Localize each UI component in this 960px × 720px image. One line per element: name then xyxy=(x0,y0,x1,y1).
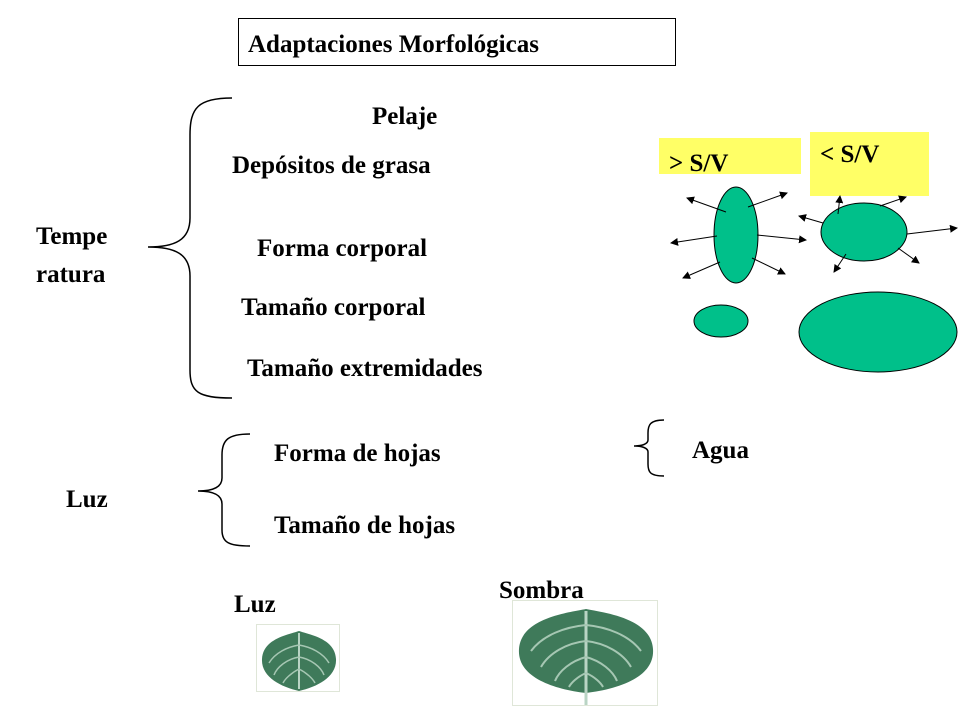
round-ellipse xyxy=(820,202,908,262)
arrow xyxy=(682,261,721,279)
arrow xyxy=(906,224,958,235)
arrow xyxy=(670,235,718,246)
tall-ellipse xyxy=(713,186,759,284)
large-leaf-icon xyxy=(518,609,654,705)
arrow xyxy=(756,234,807,244)
agua-label: Agua xyxy=(692,437,749,464)
less-sv-label: < S/V xyxy=(820,141,880,168)
large-leaf-image xyxy=(512,600,658,706)
small-leaf-icon xyxy=(261,631,337,691)
item-tamano-hojas: Tamaño de hojas xyxy=(274,512,456,539)
arrow xyxy=(897,247,920,264)
less-sv-highlight: < S/V xyxy=(810,132,929,196)
temperatura-label-line2: ratura xyxy=(36,261,106,288)
arrow xyxy=(833,253,847,273)
temperatura-label-line1: Tempe xyxy=(36,223,108,250)
greater-sv-highlight: > S/V xyxy=(659,138,801,177)
arrow xyxy=(751,257,786,275)
leaf-luz-label: Luz xyxy=(234,591,276,618)
large-ellipse xyxy=(798,291,958,373)
greater-sv-label: > S/V xyxy=(669,150,729,177)
arrow xyxy=(798,214,824,224)
leaf-sombra-label: Sombra xyxy=(499,577,584,604)
arrow xyxy=(879,195,907,207)
high-sv-shape-group xyxy=(670,186,807,284)
agua-bracket xyxy=(633,419,665,477)
item-pelaje: Pelaje xyxy=(372,103,438,130)
low-sv-shape-group xyxy=(798,195,958,273)
item-tamano-extremidades: Tamaño extremidades xyxy=(247,355,483,382)
item-forma-hojas: Forma de hojas xyxy=(274,440,441,467)
arrow xyxy=(747,191,788,208)
small-leaf-image xyxy=(256,624,340,692)
item-forma-corporal: Forma corporal xyxy=(257,235,428,262)
title-box: Adaptaciones Morfológicas xyxy=(238,18,676,66)
luz-bracket xyxy=(197,433,251,547)
item-tamano-corporal: Tamaño corporal xyxy=(241,294,426,321)
page-title: Adaptaciones Morfológicas xyxy=(248,31,539,58)
item-depositos-grasa: Depósitos de grasa xyxy=(232,152,431,179)
temperatura-bracket xyxy=(147,97,233,399)
arrow xyxy=(835,195,844,215)
luz-label: Luz xyxy=(66,486,108,513)
arrow xyxy=(686,196,727,213)
small-ellipse xyxy=(693,304,749,338)
